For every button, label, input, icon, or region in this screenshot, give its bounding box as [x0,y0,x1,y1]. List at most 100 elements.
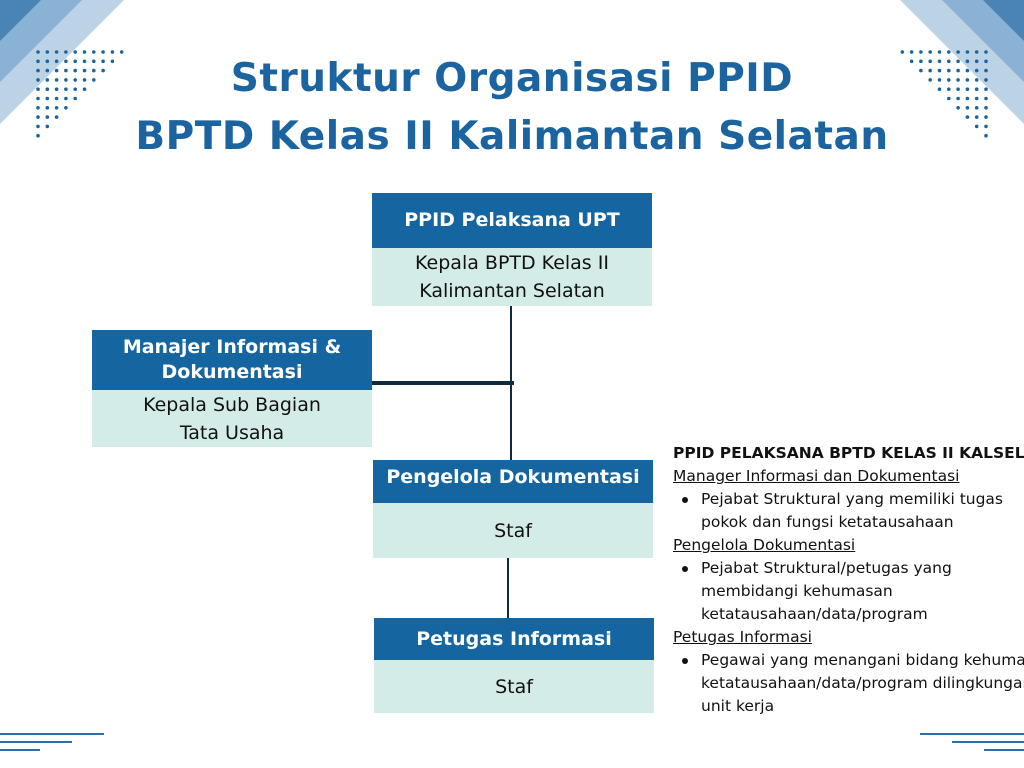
dot [54,96,59,101]
box-body-line: Kepala BPTD Kelas II [415,252,609,274]
dot [947,78,951,82]
dot [92,68,96,73]
dot [984,96,988,101]
org-box-petugas-informasi: Petugas Informasi Staf [374,618,654,713]
dot [36,115,40,119]
dot [956,87,960,91]
dot [45,78,50,82]
dot [101,68,105,73]
corner-decoration-top-left [0,0,124,138]
dot [928,78,932,82]
box-body: Staf [373,503,653,558]
dot [974,124,979,129]
dot [937,78,942,82]
dot [919,50,923,54]
connector-horizontal [372,381,514,385]
dot [919,68,923,73]
dot [974,96,979,101]
dot [909,59,914,64]
notes-bullet: Pegawai yang menangani bidang kehumasan/… [682,649,1024,718]
dot [956,106,960,110]
dot [947,50,951,54]
dot [45,115,50,119]
dot [36,133,40,138]
box-body-line: Staf [494,519,532,542]
dot [73,96,77,101]
dot [956,78,960,82]
box-body: Kepala BPTD Kelas II Kalimantan Selatan [372,248,652,306]
box-body: Kepala Sub Bagian Tata Usaha [92,390,372,447]
dot [965,68,970,73]
notes-heading: PPID PELAKSANA BPTD KELAS II KALSEL [673,444,1024,462]
dot [984,68,988,73]
box-body: Staf [374,660,654,713]
dot [64,87,68,91]
dot [956,50,960,54]
dot [45,96,50,101]
dot [965,87,970,91]
dot [974,106,979,110]
dot [984,50,988,54]
notes-section-title: Pengelola Dokumentasi [673,536,856,554]
dot [64,68,68,73]
dot [92,78,96,82]
dot [984,124,988,129]
dot [92,59,96,64]
dot [974,115,979,119]
dot [928,59,932,64]
dot [64,50,68,54]
dot [54,59,59,64]
dot [110,59,115,64]
dot [82,78,87,82]
dot [92,50,96,54]
dot [36,124,40,129]
dot [947,68,951,73]
dot [984,78,988,82]
dot [36,87,40,91]
dot [965,50,970,54]
dot [73,68,77,73]
dot [984,87,988,91]
dot [928,68,932,73]
box-body-line: Staf [495,675,533,698]
dot [974,59,979,64]
dot [64,96,68,101]
dot [937,59,942,64]
dot [974,78,979,82]
dot [984,133,988,138]
box-header: Manajer Informasi & Dokumentasi [92,330,372,390]
dot [64,78,68,82]
notes-section-title: Petugas Informasi [673,628,812,646]
dot [64,59,68,64]
dot [45,68,50,73]
dot [937,50,942,54]
dot [937,87,942,91]
dot [101,59,105,64]
dot [937,68,942,73]
box-header: PPID Pelaksana UPT [372,193,652,248]
dot [956,59,960,64]
dot [82,68,87,73]
box-body-line: Kepala Sub Bagian [143,393,321,416]
dot [45,50,50,54]
box-body-line: Kalimantan Selatan [419,280,605,302]
description-notes: PPID PELAKSANA BPTD KELAS II KALSEL Mana… [673,442,1024,718]
box-header: Pengelola Dokumentasi [373,460,653,503]
dot [36,50,40,54]
dot [947,87,951,91]
dot [54,115,59,119]
box-body-line: Tata Usaha [179,421,285,444]
dot [965,96,970,101]
dot [64,106,68,110]
dot [928,50,932,54]
dot [900,50,905,54]
dot [965,59,970,64]
dot [965,78,970,82]
box-header: Petugas Informasi [374,618,654,660]
dot [919,59,923,64]
dot [965,106,970,110]
dot [54,106,59,110]
dot [54,50,59,54]
dot [956,96,960,101]
dot [974,68,979,73]
